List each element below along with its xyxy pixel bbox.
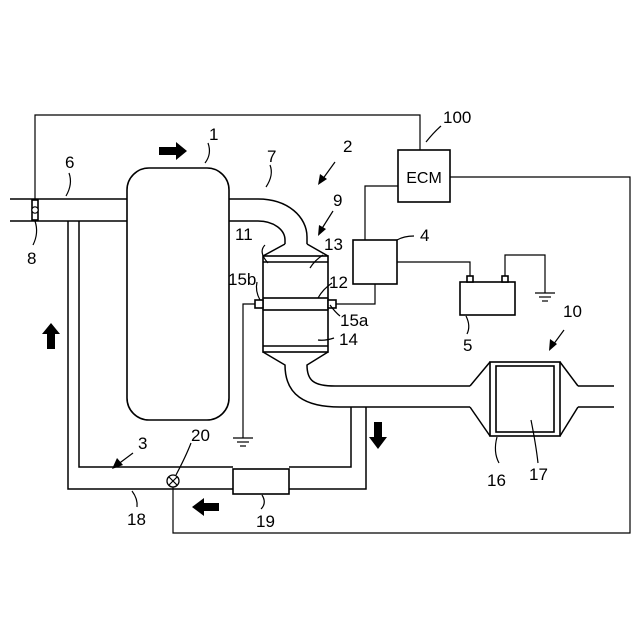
muffler bbox=[470, 362, 614, 436]
label-5: 5 bbox=[463, 336, 472, 355]
label-10: 10 bbox=[563, 302, 582, 321]
label-4: 4 bbox=[420, 226, 429, 245]
label-8: 8 bbox=[27, 249, 36, 268]
label-15b: 15b bbox=[228, 270, 256, 289]
engine-block bbox=[127, 168, 229, 420]
electrode-b-wire bbox=[243, 304, 255, 438]
controller-box bbox=[353, 240, 397, 284]
label-9: 9 bbox=[333, 191, 342, 210]
muffler-core bbox=[496, 366, 554, 432]
label-3: 3 bbox=[138, 434, 147, 453]
egr-valve-icon bbox=[167, 475, 179, 487]
label-18: 18 bbox=[127, 510, 146, 529]
label-15a: 15a bbox=[340, 311, 369, 330]
airflow-meter bbox=[32, 200, 38, 220]
arrow-up-icon bbox=[42, 323, 60, 349]
ecm-label: ECM bbox=[406, 170, 442, 187]
exhaust-pipe bbox=[229, 199, 470, 407]
label-2: 2 bbox=[343, 137, 352, 156]
label-6: 6 bbox=[65, 153, 74, 172]
battery-box bbox=[460, 282, 515, 315]
electrode-b bbox=[255, 300, 263, 308]
label-16: 16 bbox=[487, 471, 506, 490]
arrow-left-icon bbox=[192, 498, 219, 516]
arrow-down-icon bbox=[369, 422, 387, 449]
label-12: 12 bbox=[329, 273, 348, 292]
label-1: 1 bbox=[209, 125, 218, 144]
label-17: 17 bbox=[529, 465, 548, 484]
label-20: 20 bbox=[191, 426, 210, 445]
battery-terminal-minus bbox=[502, 276, 508, 282]
battery-wire bbox=[397, 262, 470, 276]
egr-cooler bbox=[233, 469, 289, 494]
label-7: 7 bbox=[267, 147, 276, 166]
label-14: 14 bbox=[339, 330, 358, 349]
label-13: 13 bbox=[324, 235, 343, 254]
intake-pipe bbox=[10, 199, 128, 221]
label-19: 19 bbox=[256, 512, 275, 531]
arrow-right-icon bbox=[159, 142, 187, 160]
label-11: 11 bbox=[235, 225, 253, 244]
label-100: 100 bbox=[443, 108, 471, 127]
ground-right-icon bbox=[535, 293, 555, 301]
battery-terminal-plus bbox=[467, 276, 473, 282]
catalyst-unit bbox=[255, 256, 336, 352]
ground-left-icon bbox=[233, 438, 253, 446]
